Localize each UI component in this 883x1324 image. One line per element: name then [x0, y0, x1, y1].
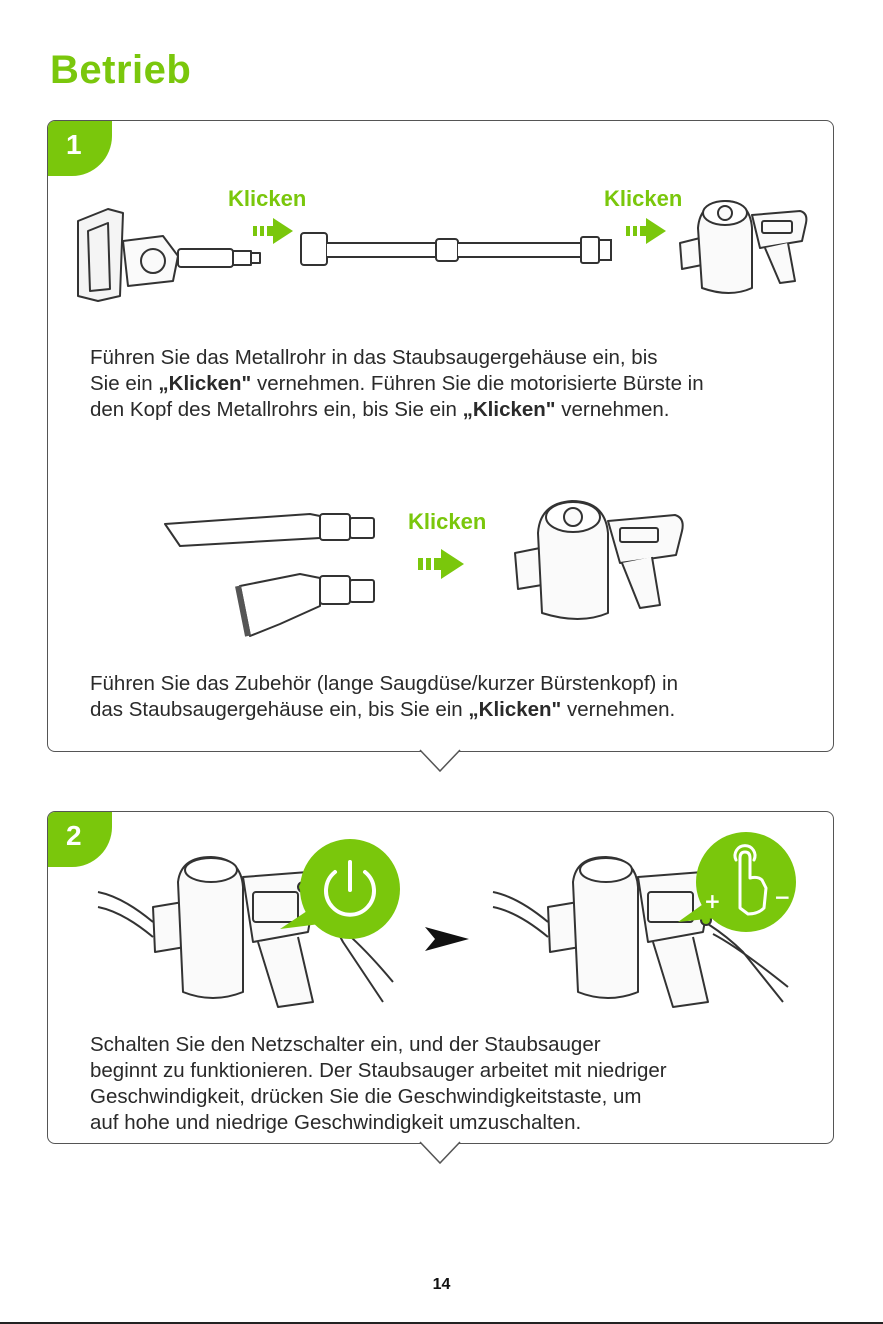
touch-speed-icon: + − — [678, 830, 798, 945]
step-1-panel: 1 Klicken Klicken — [47, 120, 834, 752]
step-1-badge: 1 — [48, 121, 112, 176]
desc-b-line-2a: das Staubsaugergehäuse ein, bis Sie ein — [90, 698, 468, 721]
click-arrow-icon — [418, 549, 468, 579]
panel-1-pointer — [420, 750, 460, 772]
desc-a-line-3b: „Klicken" — [463, 398, 556, 421]
desc-a-line-2b: „Klicken" — [158, 372, 251, 395]
step-1-description-b: Führen Sie das Zubehör (lange Saugdüse/k… — [90, 671, 678, 723]
desc-2-line-1: Schalten Sie den Netzschalter ein, und d… — [90, 1033, 601, 1056]
step-2-panel: 2 — [47, 811, 834, 1144]
vacuum-body-illustration-2 — [510, 493, 690, 633]
desc-a-line-2a: Sie ein — [90, 372, 158, 395]
desc-a-line-3c: vernehmen. — [556, 398, 670, 421]
next-arrow-icon — [423, 924, 473, 954]
click-arrow-icon — [253, 218, 297, 244]
desc-2-line-3: Geschwindigkeit, drücken Sie die Geschwi… — [90, 1085, 642, 1108]
motorized-brush-illustration — [68, 201, 298, 306]
accessories-illustration — [160, 506, 380, 641]
metal-tube-illustration — [296, 221, 626, 271]
desc-b-line-2c: vernehmen. — [561, 698, 675, 721]
click-label-3: Klicken — [408, 509, 486, 535]
step-1-number: 1 — [66, 129, 82, 161]
page-title: Betrieb — [50, 48, 191, 93]
desc-a-line-2c: vernehmen. Führen Sie die motorisierte B… — [251, 372, 703, 395]
step-2-description: Schalten Sie den Netzschalter ein, und d… — [90, 1032, 667, 1136]
desc-b-line-1: Führen Sie das Zubehör (lange Saugdüse/k… — [90, 672, 678, 695]
desc-2-line-4: auf hohe und niedrige Geschwindigkeit um… — [90, 1111, 581, 1134]
step-1-description-a: Führen Sie das Metallrohr in das Staubsa… — [90, 345, 704, 423]
page-number: 14 — [0, 1276, 883, 1294]
click-arrow-icon — [626, 218, 670, 244]
desc-a-line-3a: den Kopf des Metallrohrs ein, bis Sie ei… — [90, 398, 463, 421]
vacuum-body-illustration — [670, 193, 810, 303]
power-icon — [280, 834, 400, 949]
click-label-1: Klicken — [228, 186, 306, 212]
desc-2-line-2: beginnt zu funktionieren. Der Staubsauge… — [90, 1059, 667, 1082]
speed-plus-label: + — [704, 889, 721, 913]
panel-2-pointer — [420, 1142, 460, 1164]
desc-b-line-2b: „Klicken" — [468, 698, 561, 721]
step-2-number: 2 — [66, 820, 82, 852]
speed-minus-label: − — [774, 885, 791, 909]
desc-a-line-1: Führen Sie das Metallrohr in das Staubsa… — [90, 346, 658, 369]
